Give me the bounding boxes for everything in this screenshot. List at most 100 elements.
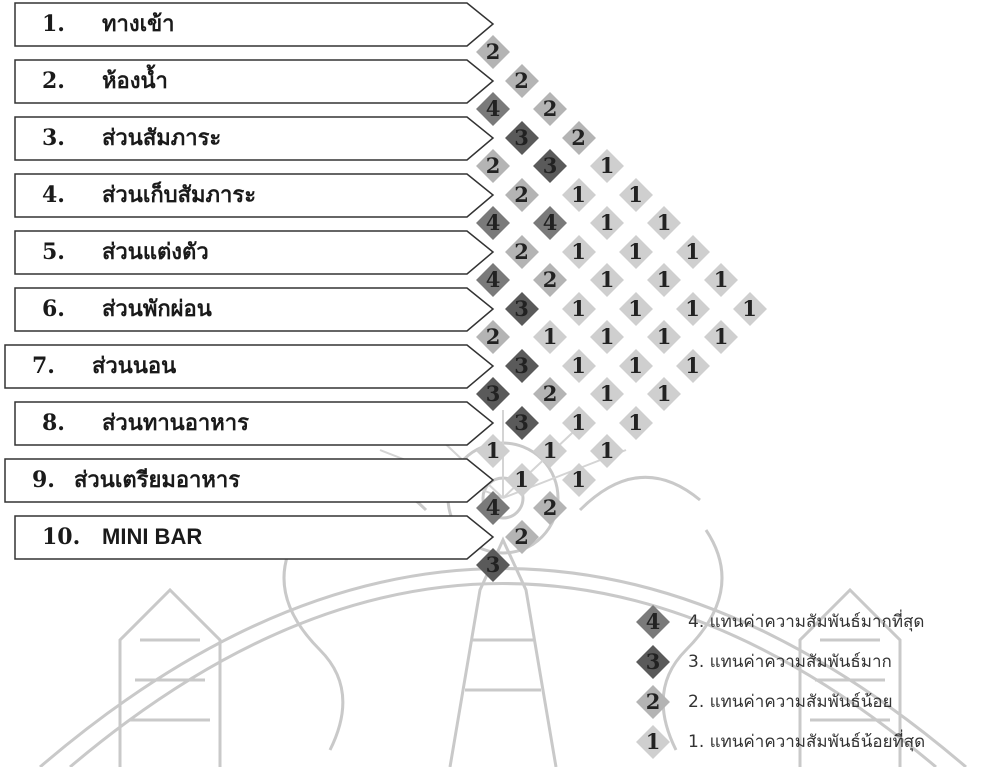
relationship-value: 4 xyxy=(485,210,501,235)
relationship-value: 1 xyxy=(571,181,586,207)
zone-box-shape xyxy=(14,401,495,446)
relationship-value: 1 xyxy=(571,466,586,492)
relationship-cell: 4 xyxy=(476,491,510,525)
relationship-cell: 3 xyxy=(533,149,567,183)
zone-number: 7. xyxy=(32,353,55,379)
zone-box-8: 8. ส่วนทานอาหาร xyxy=(14,401,495,446)
relationship-value: 1 xyxy=(485,438,501,463)
relationship-cell: 1 xyxy=(675,348,710,383)
relationship-cell: 1 xyxy=(561,177,596,212)
zone-number: 10. xyxy=(42,524,81,550)
relationship-value: 1 xyxy=(599,381,615,406)
relationship-value: 1 xyxy=(713,267,729,292)
relationship-cell: 1 xyxy=(618,291,653,326)
relationship-cell: 1 xyxy=(504,462,539,497)
relationship-value: 1 xyxy=(599,324,615,349)
relationship-value: 1 xyxy=(599,438,615,463)
relationship-value: 2 xyxy=(485,153,501,178)
relationship-cell: 2 xyxy=(533,92,567,126)
relationship-value: 1 xyxy=(656,324,672,349)
zone-box-shape xyxy=(14,173,495,218)
legend-text: 4. แทนค่าความสัมพันธ์มากที่สุด xyxy=(688,612,925,632)
relationship-value: 2 xyxy=(514,523,529,549)
relationship-cell: 4 xyxy=(476,92,510,126)
zone-label: ห้องน้ำ xyxy=(102,68,168,94)
relationship-cell: 2 xyxy=(504,63,539,98)
relationship-value: 1 xyxy=(628,238,643,264)
relationship-cell: 1 xyxy=(647,320,681,354)
relationship-value: 3 xyxy=(645,649,661,674)
relationship-cell: 2 xyxy=(533,377,567,411)
relationship-value: 1 xyxy=(628,295,643,321)
zone-label: ส่วนเตรียมอาหาร xyxy=(74,467,241,493)
relationship-value: 3 xyxy=(514,295,529,321)
zone-box-shape xyxy=(14,116,495,161)
zone-label: MINI BAR xyxy=(102,524,203,549)
zone-box-4: 4. ส่วนเก็บสัมภาระ xyxy=(14,173,495,218)
relationship-value: 3 xyxy=(514,409,529,435)
relationship-value: 1 xyxy=(685,238,700,264)
zone-label: ส่วนเก็บสัมภาระ xyxy=(102,182,257,208)
relationship-value: 1 xyxy=(742,295,757,321)
relationship-cell: 1 xyxy=(618,177,653,212)
zone-label: ส่วนสัมภาระ xyxy=(102,125,222,151)
relationship-value: 3 xyxy=(542,153,558,178)
relationship-cell: 1 xyxy=(704,263,738,297)
relationship-cell: 3 xyxy=(476,548,510,582)
relationship-value: 2 xyxy=(514,67,529,93)
relationship-cell: 1 xyxy=(561,291,596,326)
zone-number: 4. xyxy=(42,182,65,208)
relationship-value: 2 xyxy=(571,124,586,150)
zone-number: 9. xyxy=(32,467,55,493)
relationship-cell: 1 xyxy=(590,320,624,354)
zone-number: 1. xyxy=(42,11,65,37)
relationship-cell: 2 xyxy=(504,177,539,212)
relationship-value: 1 xyxy=(571,295,586,321)
relationship-value: 1 xyxy=(685,352,700,378)
relationship-value: 1 xyxy=(571,352,586,378)
relationship-value: 1 xyxy=(542,438,558,463)
zone-label: ส่วนแต่งตัว xyxy=(102,239,209,265)
legend-swatch: 4 xyxy=(636,605,670,639)
relationship-value: 4 xyxy=(542,210,558,235)
relationship-cell: 3 xyxy=(504,348,539,383)
zone-box-shape xyxy=(4,344,495,389)
relationship-cell: 1 xyxy=(590,377,624,411)
relationship-value: 1 xyxy=(514,466,529,492)
legend-text: 2. แทนค่าความสัมพันธ์น้อย xyxy=(688,692,893,712)
zone-number: 2. xyxy=(42,68,65,94)
relationship-cell: 2 xyxy=(533,263,567,297)
relationship-value: 1 xyxy=(685,295,700,321)
relationship-value: 1 xyxy=(571,409,586,435)
relationship-cell: 3 xyxy=(504,405,539,440)
relationship-cell: 4 xyxy=(533,206,567,240)
legend-swatch: 1 xyxy=(636,725,670,759)
zone-box-10: 10. MINI BAR xyxy=(14,515,495,560)
relationship-cell: 1 xyxy=(590,263,624,297)
zone-number: 8. xyxy=(42,410,65,436)
relationship-value: 2 xyxy=(542,96,558,121)
relationship-cell: 1 xyxy=(561,234,596,269)
relationship-cell: 2 xyxy=(533,491,567,525)
legend-swatch: 3 xyxy=(636,645,670,679)
relationship-value: 2 xyxy=(514,238,529,264)
relationship-cell: 1 xyxy=(590,206,624,240)
zone-label: ส่วนพักผ่อน xyxy=(102,296,212,322)
relationship-value: 2 xyxy=(485,324,501,349)
relationship-value: 1 xyxy=(599,210,615,235)
relationship-value: 3 xyxy=(514,124,529,150)
relationship-cell: 2 xyxy=(504,234,539,269)
relationship-cell: 2 xyxy=(476,320,510,354)
relationship-value: 1 xyxy=(628,409,643,435)
relationship-cell: 1 xyxy=(675,291,710,326)
relationship-cell: 3 xyxy=(504,291,539,326)
relationship-value: 2 xyxy=(514,181,529,207)
zone-label: ส่วนทานอาหาร xyxy=(102,410,249,436)
relationship-cell: 1 xyxy=(647,377,681,411)
zone-number: 3. xyxy=(42,125,65,151)
relationship-value: 1 xyxy=(645,729,661,754)
zone-box-shape xyxy=(4,458,495,503)
relationship-value: 2 xyxy=(542,267,558,292)
relationship-value: 1 xyxy=(713,324,729,349)
